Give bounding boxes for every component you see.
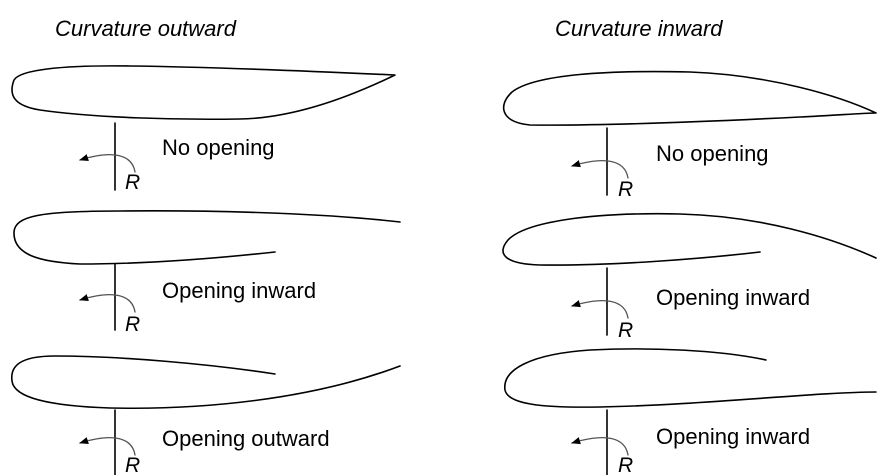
rotation-axis-1 bbox=[79, 122, 136, 191]
vane-outward-opening-inward bbox=[13, 210, 401, 265]
caption-opening-inward: Opening inward bbox=[656, 285, 810, 310]
column-heading-inward: Curvature inward bbox=[555, 16, 723, 41]
caption-opening-inward: Opening inward bbox=[162, 278, 316, 303]
vane-outward-no-opening bbox=[11, 65, 396, 121]
axis-label-r: R bbox=[618, 178, 633, 201]
vane-inward-no-opening bbox=[502, 70, 877, 126]
rotation-axis-3 bbox=[79, 409, 136, 475]
rotation-axis-4 bbox=[571, 127, 629, 196]
caption-no-opening: No opening bbox=[656, 141, 769, 166]
axis-label-r: R bbox=[125, 171, 140, 194]
axis-label-r: R bbox=[618, 319, 633, 342]
axis-label-r: R bbox=[125, 454, 140, 475]
vane-inward-opening-inward-a bbox=[502, 212, 877, 266]
vane-inward-opening-inward-b bbox=[504, 348, 877, 408]
column-heading-outward: Curvature outward bbox=[55, 16, 237, 41]
axis-label-r: R bbox=[618, 454, 633, 475]
caption-no-opening: No opening bbox=[162, 135, 275, 160]
axis-label-r: R bbox=[125, 313, 140, 336]
rotation-axis-2 bbox=[79, 263, 136, 331]
caption-opening-outward: Opening outward bbox=[162, 426, 330, 451]
vane-outward-opening-outward bbox=[10, 355, 401, 410]
rotation-axis-6 bbox=[571, 409, 629, 475]
caption-opening-inward: Opening inward bbox=[656, 424, 810, 449]
rotation-axis-5 bbox=[571, 267, 629, 336]
